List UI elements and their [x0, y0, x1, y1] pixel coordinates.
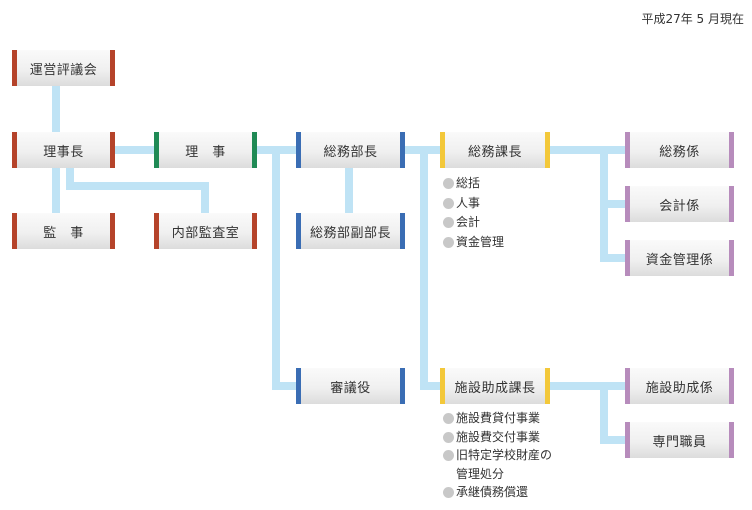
connector [66, 182, 209, 190]
bullet-icon [443, 431, 454, 443]
box-auditor: 監 事 [12, 213, 115, 249]
connector [600, 254, 625, 262]
connector [420, 146, 428, 390]
box-council: 運営評議会 [12, 50, 115, 86]
box-director: 理 事 [154, 132, 257, 168]
as-of-date: 平成27年 5 月現在 [641, 12, 744, 26]
connector [600, 436, 625, 444]
connector [272, 382, 296, 390]
connector [52, 168, 60, 213]
box-facility-unit: 施設助成係 [625, 368, 734, 404]
connector [66, 168, 74, 190]
duty-item: 総括 [443, 174, 504, 194]
duty-item: 施設費交付事業 [443, 428, 552, 447]
box-president: 理事長 [12, 132, 115, 168]
connector [52, 86, 60, 132]
duty-item: 会計 [443, 213, 504, 233]
box-internal-audit: 内部監査室 [154, 213, 257, 249]
bullet-icon [443, 487, 454, 498]
box-gm-head: 総務部長 [296, 132, 405, 168]
box-gm-unit: 総務係 [625, 132, 734, 168]
box-councilor: 審議役 [296, 368, 405, 404]
box-gm-section: 総務課長 [440, 132, 550, 168]
connector [115, 146, 154, 154]
connector [550, 382, 625, 390]
box-fund-unit: 資金管理係 [625, 240, 734, 276]
connector [345, 168, 353, 213]
bullet-icon [443, 197, 454, 209]
duty-item: 人事 [443, 194, 504, 214]
connector [550, 146, 625, 154]
duty-item: 施設費貸付事業 [443, 409, 552, 428]
box-gm-deputy: 総務部副部長 [296, 213, 405, 249]
duty-item: 資金管理 [443, 233, 504, 253]
bullet-icon [443, 178, 454, 189]
duty-item: 承継債務償還 [443, 483, 552, 502]
gm-section-duties: 総括 人事 会計 資金管理 [443, 174, 504, 252]
connector [201, 182, 209, 213]
connector [600, 382, 608, 444]
box-accounting-unit: 会計係 [625, 186, 734, 222]
box-facility-section: 施設助成課長 [440, 368, 550, 404]
bullet-icon [443, 236, 454, 248]
box-specialist: 専門職員 [625, 422, 734, 458]
connector [600, 200, 625, 208]
duty-item: 旧特定学校財産の 管理処分 [443, 446, 552, 483]
connector [272, 146, 280, 390]
bullet-icon [443, 413, 454, 424]
connector [420, 382, 440, 390]
bullet-icon [443, 450, 454, 461]
bullet-icon [443, 217, 454, 228]
facility-section-duties: 施設費貸付事業 施設費交付事業 旧特定学校財産の 管理処分 承継債務償還 [443, 409, 552, 502]
